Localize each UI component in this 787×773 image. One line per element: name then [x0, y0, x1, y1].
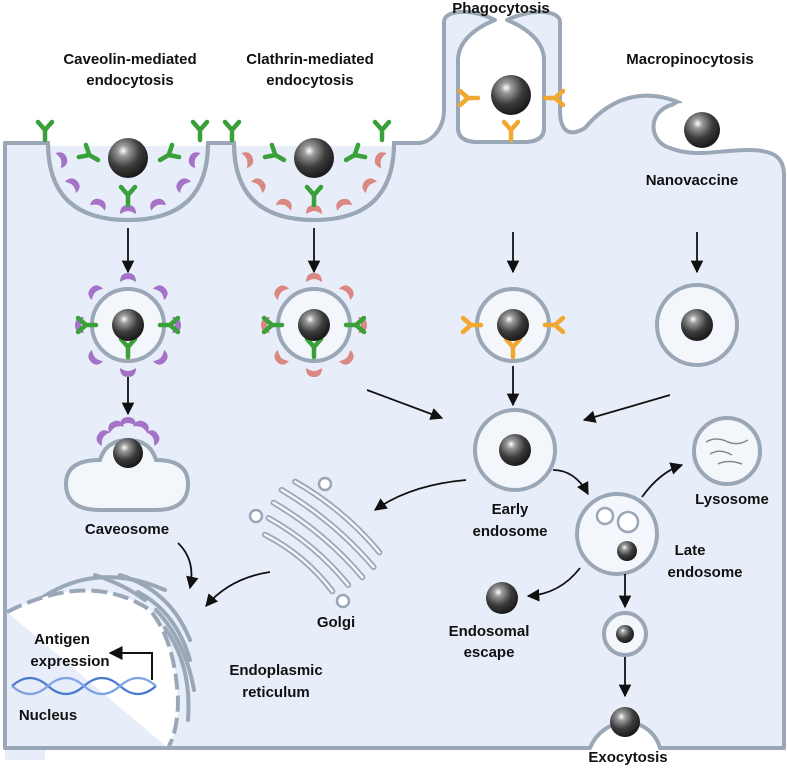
label-endosomal-escape-line2: escape [464, 644, 515, 661]
label-phagocytosis: Phagocytosis [452, 0, 550, 17]
label-clathrin-line2: endocytosis [266, 72, 354, 89]
escaped-nanovaccine [486, 582, 518, 614]
nucleus [6, 588, 181, 749]
dna-helix [11, 676, 157, 696]
label-lysosome: Lysosome [695, 491, 769, 508]
nanovaccine-particle [684, 112, 720, 148]
label-late-endosome-line2: endosome [667, 564, 742, 581]
label-antigen-line2: expression [30, 653, 109, 670]
label-macropinocytosis: Macropinocytosis [626, 51, 754, 68]
clathrin-vesicle [261, 273, 367, 377]
caveosome [63, 417, 191, 512]
nanovaccine-particle [294, 138, 334, 178]
label-exocytosis: Exocytosis [588, 749, 667, 766]
label-endosomal-escape-line1: Endosomal [449, 623, 530, 640]
label-early-endosome-line1: Early [492, 501, 529, 518]
label-late-endosome-line1: Late [675, 542, 706, 559]
label-nucleus: Nucleus [19, 707, 77, 724]
pathway-arrows [121, 228, 704, 698]
caveolin-vesicle [75, 273, 181, 377]
lysosome [692, 416, 762, 486]
receptor-icon [38, 122, 52, 140]
label-golgi: Golgi [317, 614, 355, 631]
label-caveosome: Caveosome [85, 521, 169, 538]
label-er-line1: Endoplasmic [229, 662, 322, 679]
label-caveolin-line1: Caveolin-mediated [63, 51, 196, 68]
exocytosed-nanovaccine [610, 707, 640, 737]
label-caveolin-line2: endocytosis [86, 72, 174, 89]
nanovaccine-particle [108, 138, 148, 178]
label-antigen-line1: Antigen [34, 631, 90, 648]
label-nanovaccine: Nanovaccine [646, 172, 739, 189]
exocytic-vesicle [602, 611, 648, 657]
macropinosome [655, 283, 739, 367]
expression-arrow [108, 646, 153, 680]
label-early-endosome-line2: endosome [472, 523, 547, 540]
late-endosome [575, 492, 659, 576]
label-clathrin-line1: Clathrin-mediated [246, 51, 374, 68]
nanovaccine-particle [491, 75, 531, 115]
receptor-icon [193, 122, 207, 140]
phagosome [463, 287, 563, 363]
early-endosome [473, 408, 557, 492]
label-er-line2: reticulum [242, 684, 310, 701]
golgi-stack [262, 478, 383, 595]
